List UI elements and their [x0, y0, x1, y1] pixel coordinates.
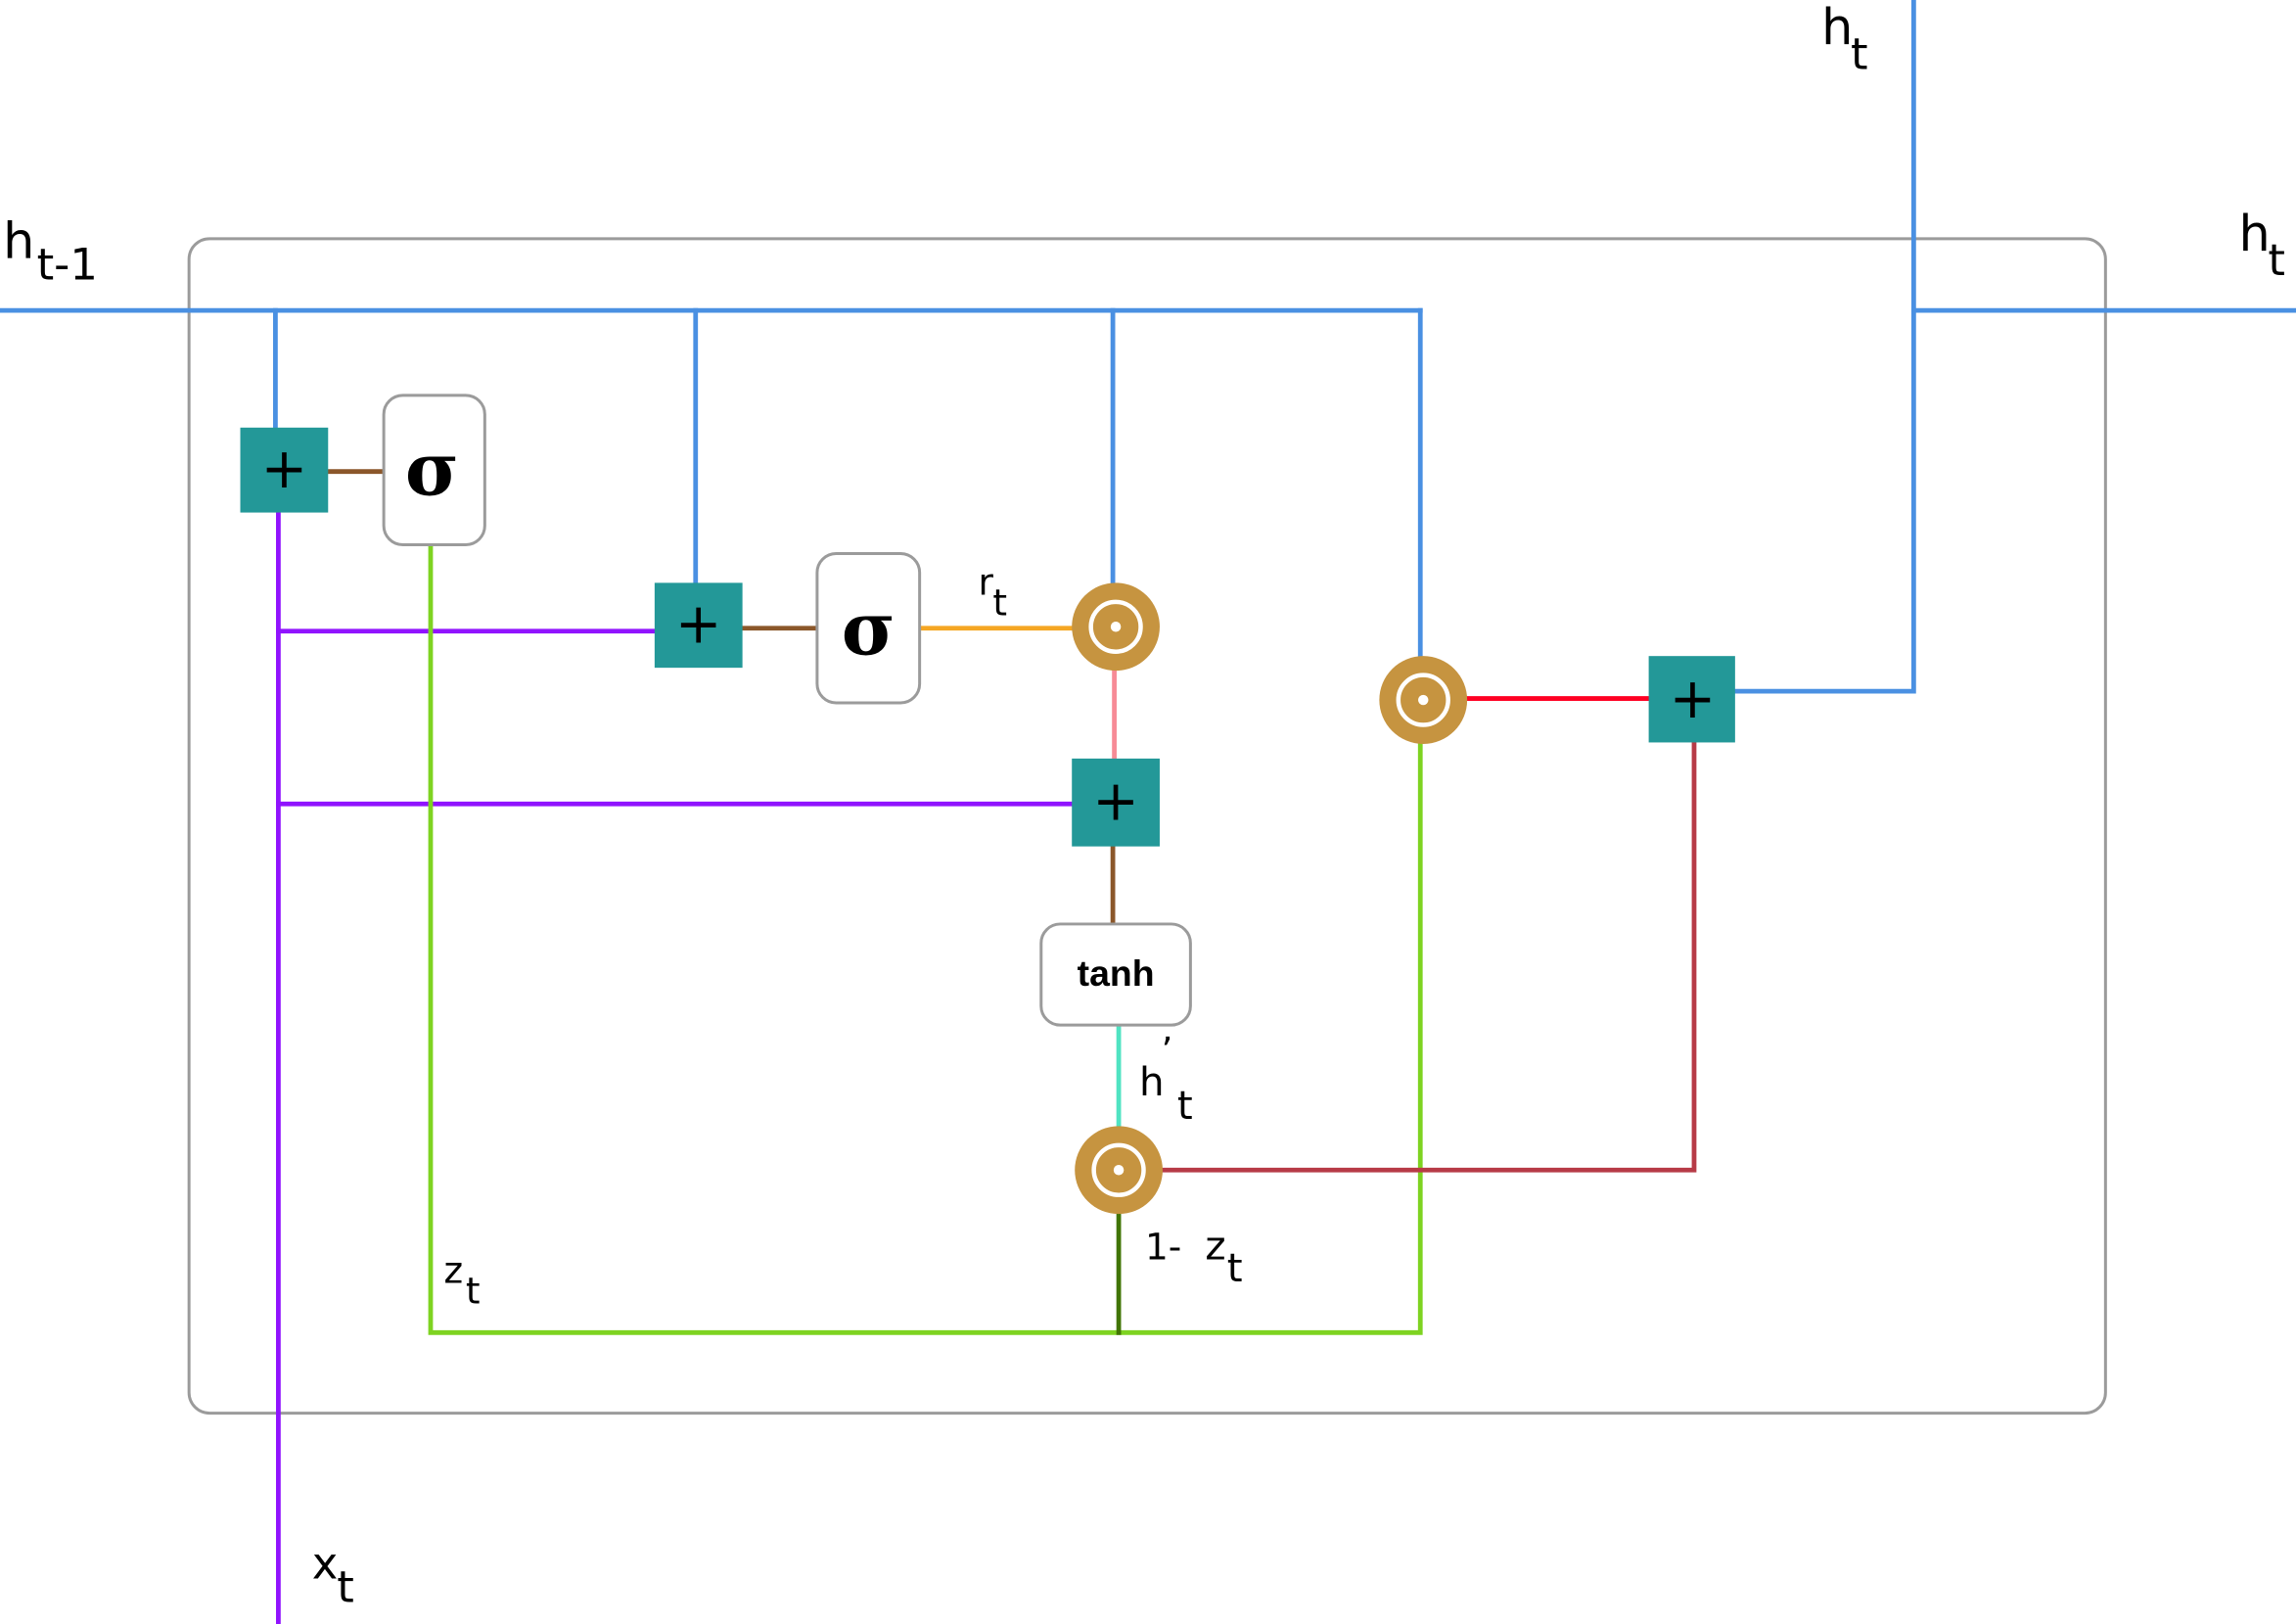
svg-text:h: h [2238, 205, 2270, 262]
input-wires [276, 510, 1077, 1624]
cell-frame [187, 237, 2107, 1415]
svg-text:t: t [1177, 1083, 1193, 1129]
svg-text:t: t [1227, 1245, 1243, 1291]
label-h-out-right: h t [2238, 205, 2285, 286]
svg-text:x: x [312, 1538, 339, 1590]
label-z: z t [443, 1248, 480, 1312]
label-r: r t [978, 560, 1007, 624]
add-node-update: + [240, 427, 329, 513]
add-node-reset: + [654, 582, 743, 669]
svg-text:t: t [337, 1561, 354, 1613]
plus-icon: + [1670, 667, 1717, 731]
tanh-node: tanh [1039, 922, 1192, 1027]
label-x: x t [312, 1538, 354, 1613]
sigma-icon: σ [842, 586, 895, 673]
svg-text:r: r [978, 560, 993, 603]
preactivation-wires [325, 469, 1116, 927]
svg-text:1-: 1- [1145, 1226, 1181, 1269]
label-one-minus-z: 1- z t [1145, 1224, 1243, 1291]
add-node-candidate: + [1072, 758, 1160, 847]
svg-text:’: ’ [1161, 1029, 1172, 1072]
svg-text:t-1: t-1 [37, 239, 98, 291]
sigma-icon: σ [405, 427, 459, 513]
plus-icon: + [261, 437, 308, 501]
label-h-prev: h t-1 [3, 211, 98, 290]
svg-text:h: h [1139, 1059, 1165, 1105]
svg-text:t: t [992, 580, 1007, 624]
label-h-candidate: h ’ t [1139, 1029, 1193, 1129]
add-node-output: + [1648, 656, 1735, 743]
svg-text:h: h [3, 211, 34, 269]
mult-node-update [1075, 1126, 1163, 1215]
sigmoid-reset-gate: σ [815, 551, 922, 705]
svg-text:z: z [1205, 1224, 1225, 1270]
svg-text:t: t [1851, 27, 1868, 79]
svg-text:z: z [443, 1248, 463, 1291]
mult-node-reset [1072, 582, 1160, 672]
tanh-label: tanh [1078, 952, 1155, 994]
mult-node-keep [1379, 656, 1468, 744]
label-h-out-top: h t [1821, 0, 1868, 79]
update-product-wire [1157, 740, 1697, 1173]
svg-text:t: t [2268, 234, 2285, 286]
update-gate-wires [428, 542, 1423, 1335]
plus-icon: + [1092, 769, 1139, 834]
svg-text:h: h [1821, 0, 1853, 56]
sigmoid-update-gate: σ [382, 394, 486, 546]
plus-icon: + [675, 592, 722, 657]
svg-text:t: t [466, 1269, 481, 1312]
hidden-state-wires [0, 0, 2296, 694]
